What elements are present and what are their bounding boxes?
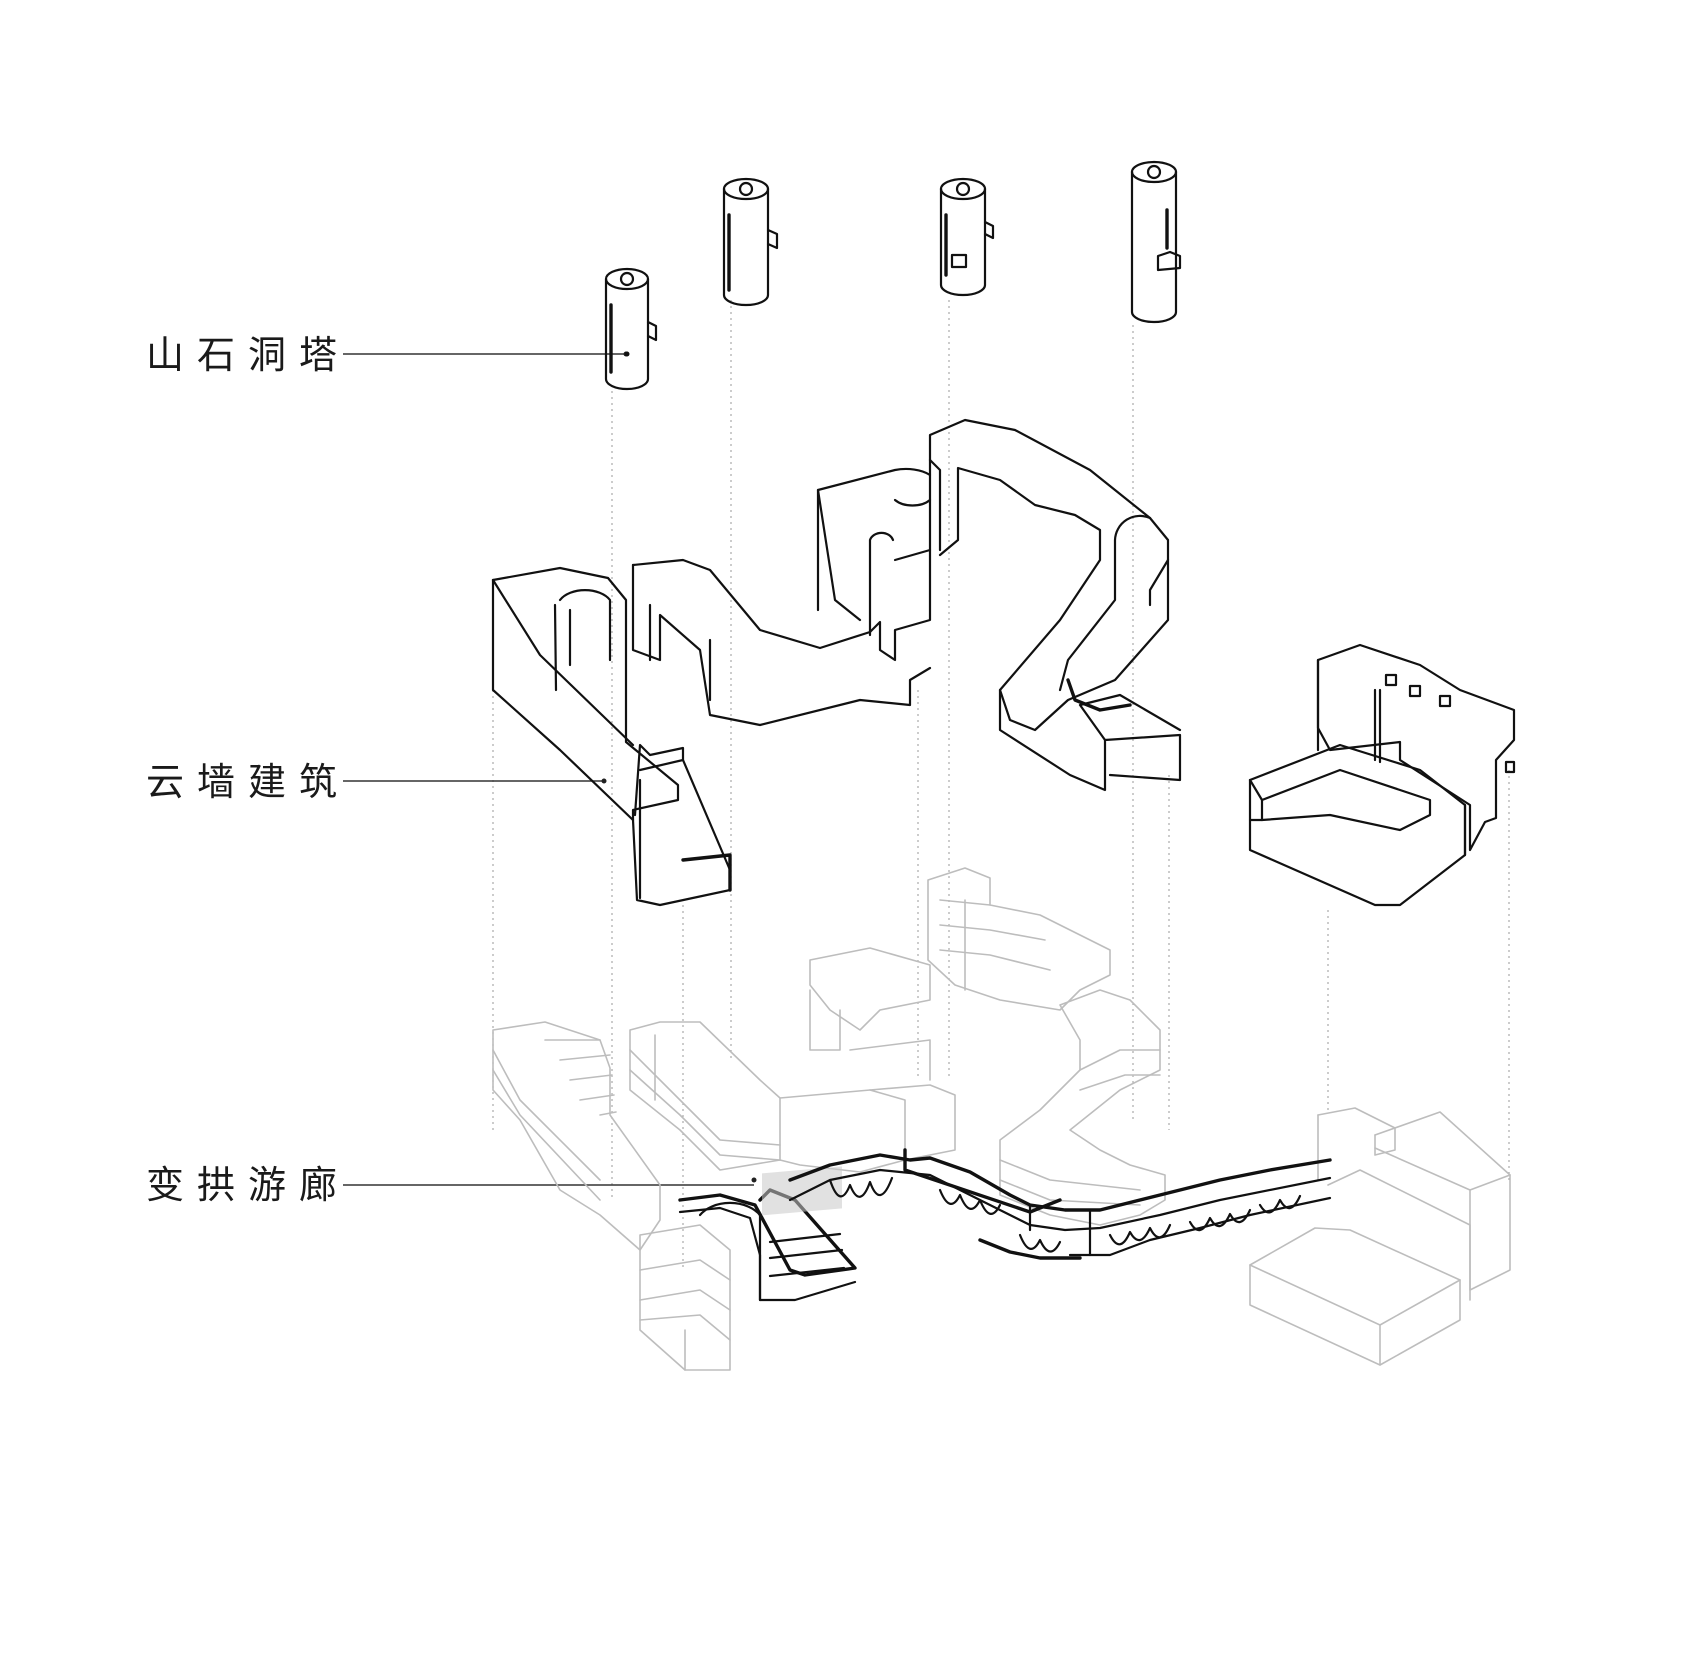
tower-3 bbox=[939, 177, 995, 297]
ground-left-building bbox=[492, 1021, 731, 1371]
cloud-wall-left-wing bbox=[491, 566, 732, 907]
projection-lines bbox=[492, 300, 1510, 1270]
tower-4 bbox=[1130, 160, 1182, 324]
label-cloud-wall-building: 云墙建筑 bbox=[146, 760, 351, 804]
cloud-wall-right-block bbox=[1248, 643, 1516, 907]
cloud-wall-right-arm bbox=[928, 418, 1182, 792]
cloud-wall-center bbox=[631, 467, 932, 727]
arch-corridor-left bbox=[678, 1166, 857, 1302]
leader-lines bbox=[343, 351, 757, 1186]
ground-right-blocks bbox=[1249, 1107, 1511, 1366]
arch-corridor-right bbox=[788, 1148, 1332, 1260]
tower-2 bbox=[722, 177, 779, 307]
label-mountain-rock-towers: 山石洞塔 bbox=[146, 333, 351, 377]
ground-center-building bbox=[629, 947, 956, 1173]
label-varying-arch-corridor: 变拱游廊 bbox=[146, 1163, 351, 1207]
ground-right-stepped-building bbox=[927, 867, 1166, 1226]
tower-1 bbox=[604, 267, 658, 391]
